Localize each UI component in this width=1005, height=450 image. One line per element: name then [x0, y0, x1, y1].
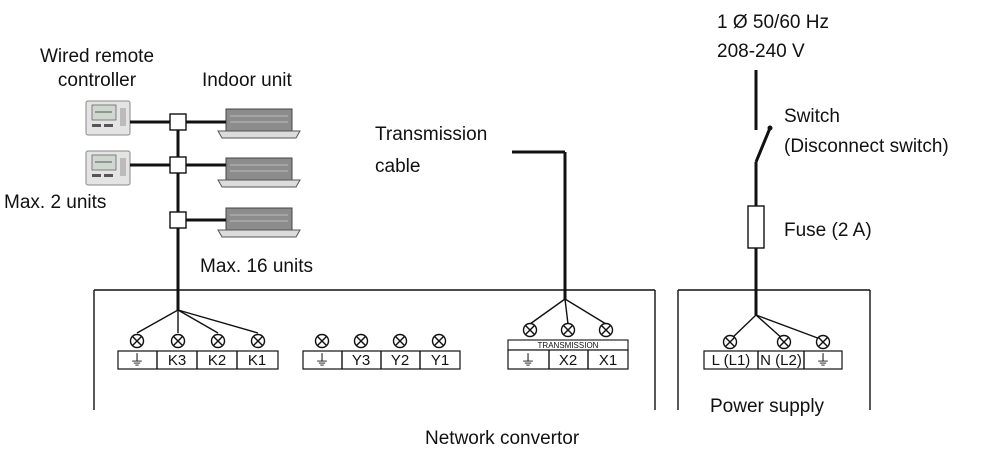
fuse-symbol [747, 205, 765, 249]
max-indoor-label: Max. 16 units [200, 256, 313, 277]
remote-controller-label-line1: Wired remote [40, 46, 154, 67]
terminal-block-k: ⏚ K3 K2 K1 [117, 333, 279, 370]
indoor-unit-2 [217, 157, 301, 188]
network-convertor-box [93, 289, 656, 410]
transmission-header: TRANSMISSION [538, 341, 599, 350]
remote-controller-label-line2: controller [58, 70, 137, 91]
terminal-label-k1: K1 [248, 352, 266, 369]
terminal-label-k2: K2 [208, 352, 226, 369]
transmission-cable-label-line1: Transmission [375, 124, 487, 145]
terminal-label-x1: X1 [599, 352, 617, 369]
terminal-label-k3: K3 [168, 352, 186, 369]
junction-box [169, 156, 187, 174]
transmission-cable-label-line2: cable [375, 156, 420, 177]
switch-label-line2: (Disconnect switch) [784, 136, 949, 157]
switch-contact [767, 125, 773, 131]
indoor-unit-label: Indoor unit [202, 70, 293, 91]
terminal-block-y: ⏚ Y3 Y2 Y1 [302, 333, 461, 370]
terminal-label-n: N (L2) [760, 352, 802, 369]
terminal-label-y3: Y3 [352, 352, 370, 369]
power-spec-line2: 208-240 V [717, 41, 805, 62]
terminal-block-power: L (L1) N (L2) ⏚ [703, 334, 843, 370]
remote-controller-2 [85, 150, 131, 186]
junction-box [169, 113, 187, 131]
power-spec-line1: 1 Ø 50/60 Hz [717, 12, 829, 33]
network-convertor-label: Network convertor [425, 428, 580, 449]
terminal-block-x: TRANSMISSION ⏚ X2 X1 [507, 322, 629, 370]
terminal-label-ground: ⏚ [520, 352, 535, 369]
remote-controller-1 [85, 100, 131, 136]
terminal-label-ground: ⏚ [129, 352, 144, 369]
fuse-label: Fuse (2 A) [784, 220, 872, 241]
terminal-label-earth: ⏚ [815, 352, 830, 369]
terminal-label-x2: X2 [559, 352, 577, 369]
switch-label-line1: Switch [784, 106, 840, 127]
indoor-unit-1 [217, 108, 301, 139]
power-supply-box [677, 289, 871, 410]
terminal-label-l: L (L1) [712, 352, 751, 369]
terminal-label-y2: Y2 [391, 352, 409, 369]
max-remote-label: Max. 2 units [4, 192, 106, 213]
junction-box [169, 211, 187, 229]
terminal-label-ground: ⏚ [314, 352, 329, 369]
transmission-cable-wiring [512, 150, 607, 325]
power-supply-wiring [729, 70, 824, 341]
terminal-label-y1: Y1 [431, 352, 449, 369]
k-line-wiring [130, 113, 259, 334]
power-supply-label: Power supply [710, 396, 825, 417]
indoor-unit-3 [217, 207, 301, 238]
